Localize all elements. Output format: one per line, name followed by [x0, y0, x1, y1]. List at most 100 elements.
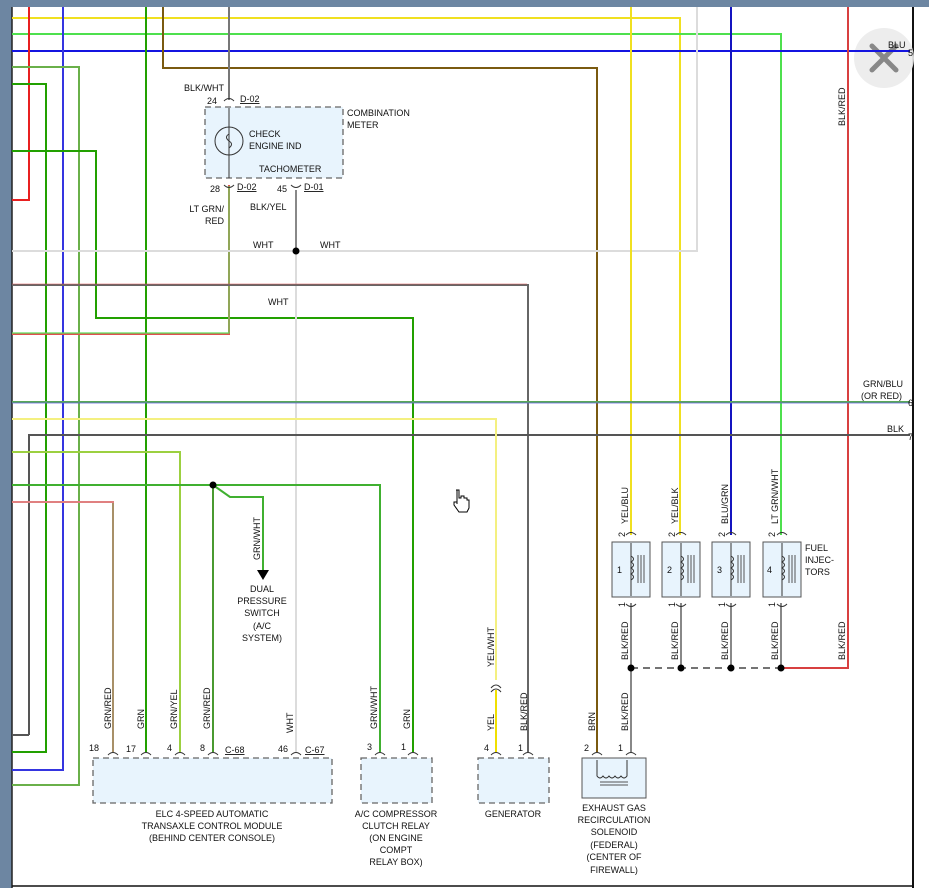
module-name: TRANSAXLE CONTROL MODULE — [142, 821, 283, 831]
pin-number: 1 — [617, 602, 627, 607]
pin-number: 4 — [484, 743, 489, 753]
component-name: SYSTEM) — [242, 633, 282, 643]
wire-label: BLU/GRN — [720, 484, 730, 524]
connector-id: D-02 — [240, 94, 260, 104]
connector-id: C-68 — [225, 745, 245, 755]
wire-label: GRN/WHT — [252, 517, 262, 560]
module-name: (BEHIND CENTER CONSOLE) — [149, 833, 275, 843]
indicator-label: ENGINE IND — [249, 141, 302, 151]
wire-brn — [162, 7, 598, 752]
injector-number: 3 — [717, 565, 722, 575]
wire-label: BLK/RED — [519, 692, 529, 731]
pin-number: 2 — [717, 532, 727, 537]
splice-dot — [677, 664, 685, 672]
wire-label: RED — [205, 216, 225, 226]
wire-label: LT GRN/WHT — [770, 468, 780, 524]
wire-label: GRN/WHT — [369, 686, 379, 729]
wire-label: BLK/RED — [620, 692, 630, 731]
injector — [611, 532, 651, 607]
splice-dot — [292, 247, 300, 255]
fuel-injectors: 1 2 3 4 YEL/BLU YEL/BLK BLU/GRN LT GRN/W… — [611, 468, 847, 660]
module-name: (ON ENGINE — [369, 833, 423, 843]
module-name: CLUTCH RELAY — [362, 821, 430, 831]
wire-label: BLK/RED — [720, 621, 730, 660]
pin-number: 17 — [126, 744, 136, 754]
dual-pressure-switch: GRN/WHT DUAL PRESSURE SWITCH (A/C SYSTEM… — [237, 517, 287, 643]
module-name: GENERATOR — [485, 809, 542, 819]
injector-number: 2 — [667, 565, 672, 575]
wire-grn-wht-switch — [212, 484, 264, 570]
wire-label: GRN/RED — [103, 687, 113, 729]
splice-dot — [727, 664, 735, 672]
hand-pointer-icon — [453, 489, 470, 513]
wire-grn-gray — [12, 66, 80, 786]
wire-label: YEL/BLK — [670, 487, 680, 524]
wire-label: GRN/BLU — [863, 379, 903, 389]
connector-id: D-02 — [237, 182, 257, 192]
injector-number: 1 — [617, 565, 622, 575]
left-frame — [0, 0, 12, 888]
wire-label: (OR RED) — [861, 391, 902, 401]
indicator-label: CHECK — [249, 129, 281, 139]
wire-blk-red-right — [781, 7, 849, 669]
module-name: (CENTER OF — [587, 852, 643, 862]
wire-label: BLK/RED — [620, 621, 630, 660]
component-name: DUAL — [250, 584, 274, 594]
component-name: SWITCH — [244, 608, 280, 618]
module-name: COMPT — [380, 845, 413, 855]
pin-number: 1 — [518, 743, 523, 753]
inline-connector-icon — [490, 684, 502, 693]
wire-grn-wht — [12, 484, 381, 752]
lamp-icon — [214, 126, 244, 156]
wire-blk-7 — [28, 434, 910, 735]
connector-id: D-01 — [304, 182, 324, 192]
wire-label: GRN/YEL — [169, 689, 179, 729]
splice-dot — [777, 664, 785, 672]
module-name: A/C COMPRESSOR — [355, 809, 438, 819]
wire-label: BLK/RED — [837, 87, 847, 126]
wire-grn-yel — [12, 451, 181, 752]
component-name: PRESSURE — [237, 596, 287, 606]
pin-number: 45 — [277, 184, 287, 194]
wire-blk-red-gen — [12, 284, 529, 752]
module-name: RELAY BOX) — [369, 857, 422, 867]
module-name: ELC 4-SPEED AUTOMATIC — [156, 809, 269, 819]
pin-number: 18 — [89, 743, 99, 753]
wire-yel-wht — [12, 418, 497, 680]
pin-number: 24 — [207, 96, 217, 106]
pin-number: 2 — [584, 743, 589, 753]
coil-icon — [630, 555, 634, 581]
connector-id: C-67 — [305, 745, 325, 755]
pin-number: 8 — [200, 743, 205, 753]
wire-label: WHT — [320, 240, 341, 250]
injector-number: 4 — [767, 565, 772, 575]
pin-number: 28 — [210, 184, 220, 194]
wire-lt-grn-wht — [12, 33, 782, 535]
wires — [12, 7, 910, 786]
circuit-number: 5 — [908, 48, 913, 58]
wire-blu-left — [12, 7, 64, 771]
wire-label: LT GRN/ — [189, 204, 224, 214]
pin-number: 1 — [767, 602, 777, 607]
wire-wht — [12, 7, 698, 252]
pin-number: 1 — [401, 742, 406, 752]
module-name: EXHAUST GAS — [582, 803, 646, 813]
wire-label: BLK/WHT — [184, 83, 225, 93]
pin-number: 2 — [667, 532, 677, 537]
component-name: (A/C — [253, 621, 272, 631]
splice-dot — [209, 481, 217, 489]
module-name: COMBINATION — [347, 108, 410, 118]
close-button[interactable] — [854, 28, 914, 88]
coil-icon — [596, 760, 628, 779]
wire-label: YEL — [486, 714, 496, 731]
tachometer-label: TACHOMETER — [259, 164, 322, 174]
pin-number: 2 — [617, 532, 627, 537]
wire-label: YEL/WHT — [486, 626, 496, 667]
generator: YEL/WHT YEL BLK/RED 4 1 GENERATOR — [477, 626, 550, 819]
component-name: FUEL — [805, 543, 828, 553]
wire-label: WHT — [285, 712, 295, 733]
wire-label: WHT — [253, 240, 274, 250]
component-name: INJEC- — [805, 555, 834, 565]
splice-dot — [627, 664, 635, 672]
